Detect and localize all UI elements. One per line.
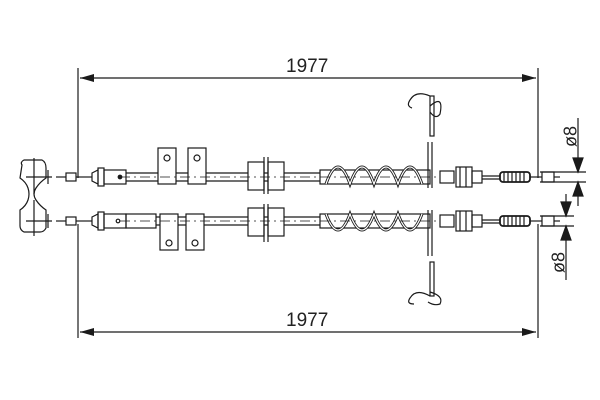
bottom-diameter-label: ø8 [548,252,569,274]
lower-cable [56,204,560,306]
lower-diameter-dimension [540,194,574,280]
upper-cable [56,93,560,194]
upper-diameter-dimension [540,118,586,206]
top-diameter-label: ø8 [560,126,581,148]
top-length-label: 1977 [286,56,329,77]
left-end-bracket [19,158,52,236]
bottom-length-label: 1977 [286,310,329,331]
